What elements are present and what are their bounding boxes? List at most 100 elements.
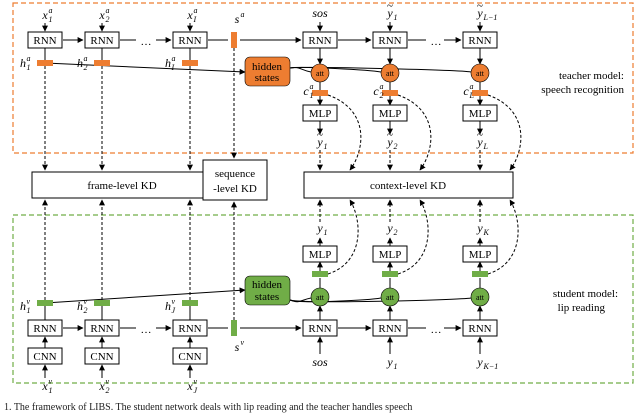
teacher-dec-input-2-symbol: y [386,6,393,20]
student-cnn-1 [27,347,63,365]
teacher-dec-input-3-subscript: L−1 [483,13,498,22]
student-output-1-symbol: y [316,221,323,235]
teacher-hidden-states-line2: states [255,72,279,84]
teacher-context-1-subscript: 1 [310,91,314,100]
student-hidden-1-symbol: h [20,299,26,313]
teacher-context-3-symbol: c [463,84,469,98]
teacher-input-2-superscript: a [106,6,110,15]
teacher-output-2-symbol: y [386,135,393,149]
student-input-3-symbol: x [186,379,193,393]
teacher-mlp-2-label: MLP [379,108,402,120]
student-input-1-superscript: v [49,377,53,386]
student-hidden-3-subscript: J [172,306,176,315]
student-hidden-3-superscript: v [172,297,176,306]
teacher-att-2 [380,63,400,83]
teacher-decoder-rnn-3 [462,31,498,49]
student-hidden-states-line1: hidden [252,279,282,291]
teacher-hidden-2-subscript: 2 [84,63,88,72]
teacher-context-2-subscript: 2 [380,91,384,100]
student-seq-vector-symbol: s [235,340,240,354]
teacher-context-chip-1 [312,90,328,96]
teacher-context-3-subscript: L [469,91,475,100]
student-cnn-3 [172,347,208,365]
student-output-1-subscript: 1 [324,228,328,237]
student-encoder-rnn-1 [27,319,63,337]
teacher-output-2-subscript: 2 [394,142,398,151]
sequence-level-kd-box [202,159,268,201]
teacher-hidden-1-superscript: a [27,54,31,63]
teacher-seq-vector-symbol: s [235,12,240,26]
student-context-dashed [397,199,429,275]
student-mlp-3 [462,245,498,263]
teacher-decoder-rnn-2-label: RNN [378,35,401,47]
teacher-input-1-symbol: x [41,8,48,22]
student-att-3 [470,287,490,307]
teacher-mlp-1-label: MLP [309,108,332,120]
teacher-dec-input-2-subscript: 1 [394,13,398,22]
teacher-att-3 [470,63,490,83]
student-mlp-1-label: MLP [309,249,332,261]
student-decoder-rnn-1 [302,319,338,337]
teacher-hidden-1-symbol: h [20,56,26,70]
student-att-1-label: att [316,293,325,302]
teacher-decoder-rnn-1-label: RNN [308,35,331,47]
teacher-hidden-2-superscript: a [84,54,88,63]
teacher-input-1-subscript: 1 [49,15,53,24]
teacher-output-2-tilde: ~ [387,129,393,141]
teacher-encoder-rnn-1 [27,31,63,49]
teacher-context-3-superscript: a [470,82,474,91]
student-hidden-states-line2: states [255,291,279,303]
teacher-context-dashed [487,94,522,171]
student-decoder-rnn-3 [462,319,498,337]
student-decoder-rnn-3-label: RNN [468,323,491,335]
student-encoder-rnn-3-label: RNN [178,323,201,335]
teacher-hidden-2-symbol: h [77,56,83,70]
teacher-input-2-subscript: 2 [106,15,110,24]
teacher-input-2-symbol: x [98,8,105,22]
figure-caption: 1. The framework of LIBS. The student ne… [4,402,413,413]
teacher-enc-ellipsis: … [141,36,152,48]
teacher-states-to-att [289,66,472,73]
teacher-input-3-superscript: a [194,6,198,15]
student-hidden-3-symbol: h [165,299,171,313]
student-att-1 [310,287,330,307]
teacher-context-1-symbol: c [303,84,309,98]
student-mlp-2 [372,245,408,263]
student-label-line1: student model: [553,288,618,300]
teacher-mlp-3 [462,104,498,122]
teacher-encoder-rnn-3-label: RNN [178,35,201,47]
student-hidden-2-superscript: v [84,297,88,306]
student-hidden-1-subscript: 1 [27,306,31,315]
student-dec-input-2-subscript: 1 [394,362,398,371]
student-dec-input-3-symbol: y [476,355,483,369]
student-input-2-symbol: x [98,379,105,393]
student-region [12,214,634,384]
student-context-chip-3 [472,271,488,277]
student-input-1-symbol: x [41,379,48,393]
teacher-dec-input-1: sos [312,6,328,20]
student-hidden-states [244,275,291,306]
student-output-2-subscript: 2 [394,228,398,237]
teacher-context-chip-2 [382,90,398,96]
teacher-hidden-chip-3 [182,60,198,66]
context-level-kd-box [303,171,514,199]
teacher-dec-input-2-tilde: ~ [387,0,393,12]
student-hidden-collect [44,287,246,304]
teacher-label-line1: teacher model: [559,70,624,82]
student-context-dashed [487,199,519,275]
teacher-context-1-superscript: a [310,82,314,91]
